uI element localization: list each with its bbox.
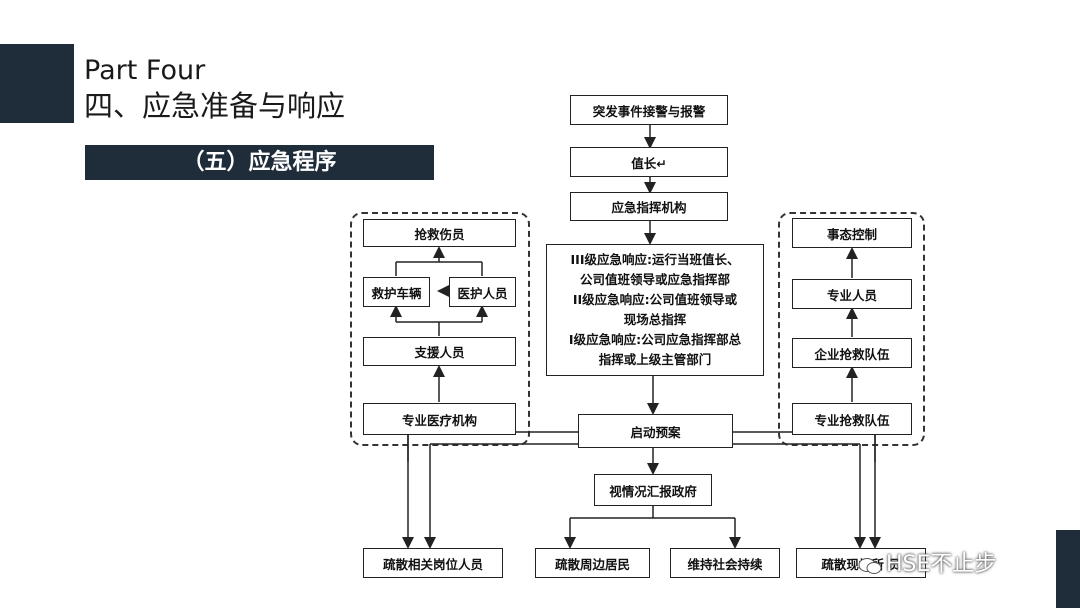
medical-group bbox=[350, 212, 530, 446]
node-alarm: 突发事件接警与报警 bbox=[570, 95, 728, 125]
watermark-text: HSE不止步 bbox=[886, 552, 997, 577]
page-title: 四、应急准备与响应 bbox=[84, 89, 346, 123]
wechat-icon bbox=[858, 556, 882, 574]
node-response-levels: III级应急响应:运行当班值长、 公司值班领导或应急指挥部 II级应急响应:公司… bbox=[546, 244, 764, 376]
response-line-5: I级应急响应:公司应急指挥部总 bbox=[568, 332, 742, 347]
node-enterprise-team: 企业抢救队伍 bbox=[792, 338, 912, 368]
right-accent-block bbox=[1056, 530, 1080, 608]
node-support-staff: 支援人员 bbox=[363, 337, 516, 366]
node-situation-control: 事态控制 bbox=[792, 218, 912, 248]
emergency-procedure-flowchart: 突发事件接警与报警 值长↵ 应急指挥机构 III级应急响应:运行当班值长、 公司… bbox=[330, 92, 950, 590]
node-medical-staff: 医护人员 bbox=[449, 277, 516, 307]
response-line-3: II级应急响应:公司值班领导或 bbox=[572, 292, 738, 307]
node-duty-chief: 值长↵ bbox=[570, 147, 728, 177]
node-command: 应急指挥机构 bbox=[570, 192, 728, 221]
node-ambulance: 救护车辆 bbox=[363, 277, 430, 307]
node-professionals: 专业人员 bbox=[792, 279, 912, 309]
left-accent-block bbox=[0, 44, 74, 123]
response-line-4: 现场总指挥 bbox=[623, 312, 687, 327]
node-report-government: 视情况汇报政府 bbox=[594, 474, 712, 506]
node-evacuate-residents: 疏散周边居民 bbox=[535, 548, 650, 578]
node-evacuate-staff: 疏散相关岗位人员 bbox=[363, 548, 503, 578]
node-professional-team: 专业抢救队伍 bbox=[792, 403, 912, 435]
response-line-6: 指挥或上级主管部门 bbox=[598, 352, 712, 367]
flow-connectors bbox=[390, 125, 881, 549]
response-line-1: III级应急响应:运行当班值长、 bbox=[570, 252, 740, 267]
node-start-plan: 启动预案 bbox=[578, 414, 733, 448]
watermark: HSE不止步 bbox=[858, 546, 996, 578]
node-rescue-injured: 抢救伤员 bbox=[363, 219, 516, 247]
section-title: （五）应急程序 bbox=[85, 145, 434, 180]
rescue-group bbox=[778, 212, 925, 446]
response-line-2: 公司值班领导或应急指挥部 bbox=[579, 272, 730, 287]
part-label: Part Four bbox=[84, 55, 206, 86]
node-maintain-order: 维持社会持续 bbox=[670, 548, 780, 578]
node-medical-institution: 专业医疗机构 bbox=[363, 403, 516, 435]
